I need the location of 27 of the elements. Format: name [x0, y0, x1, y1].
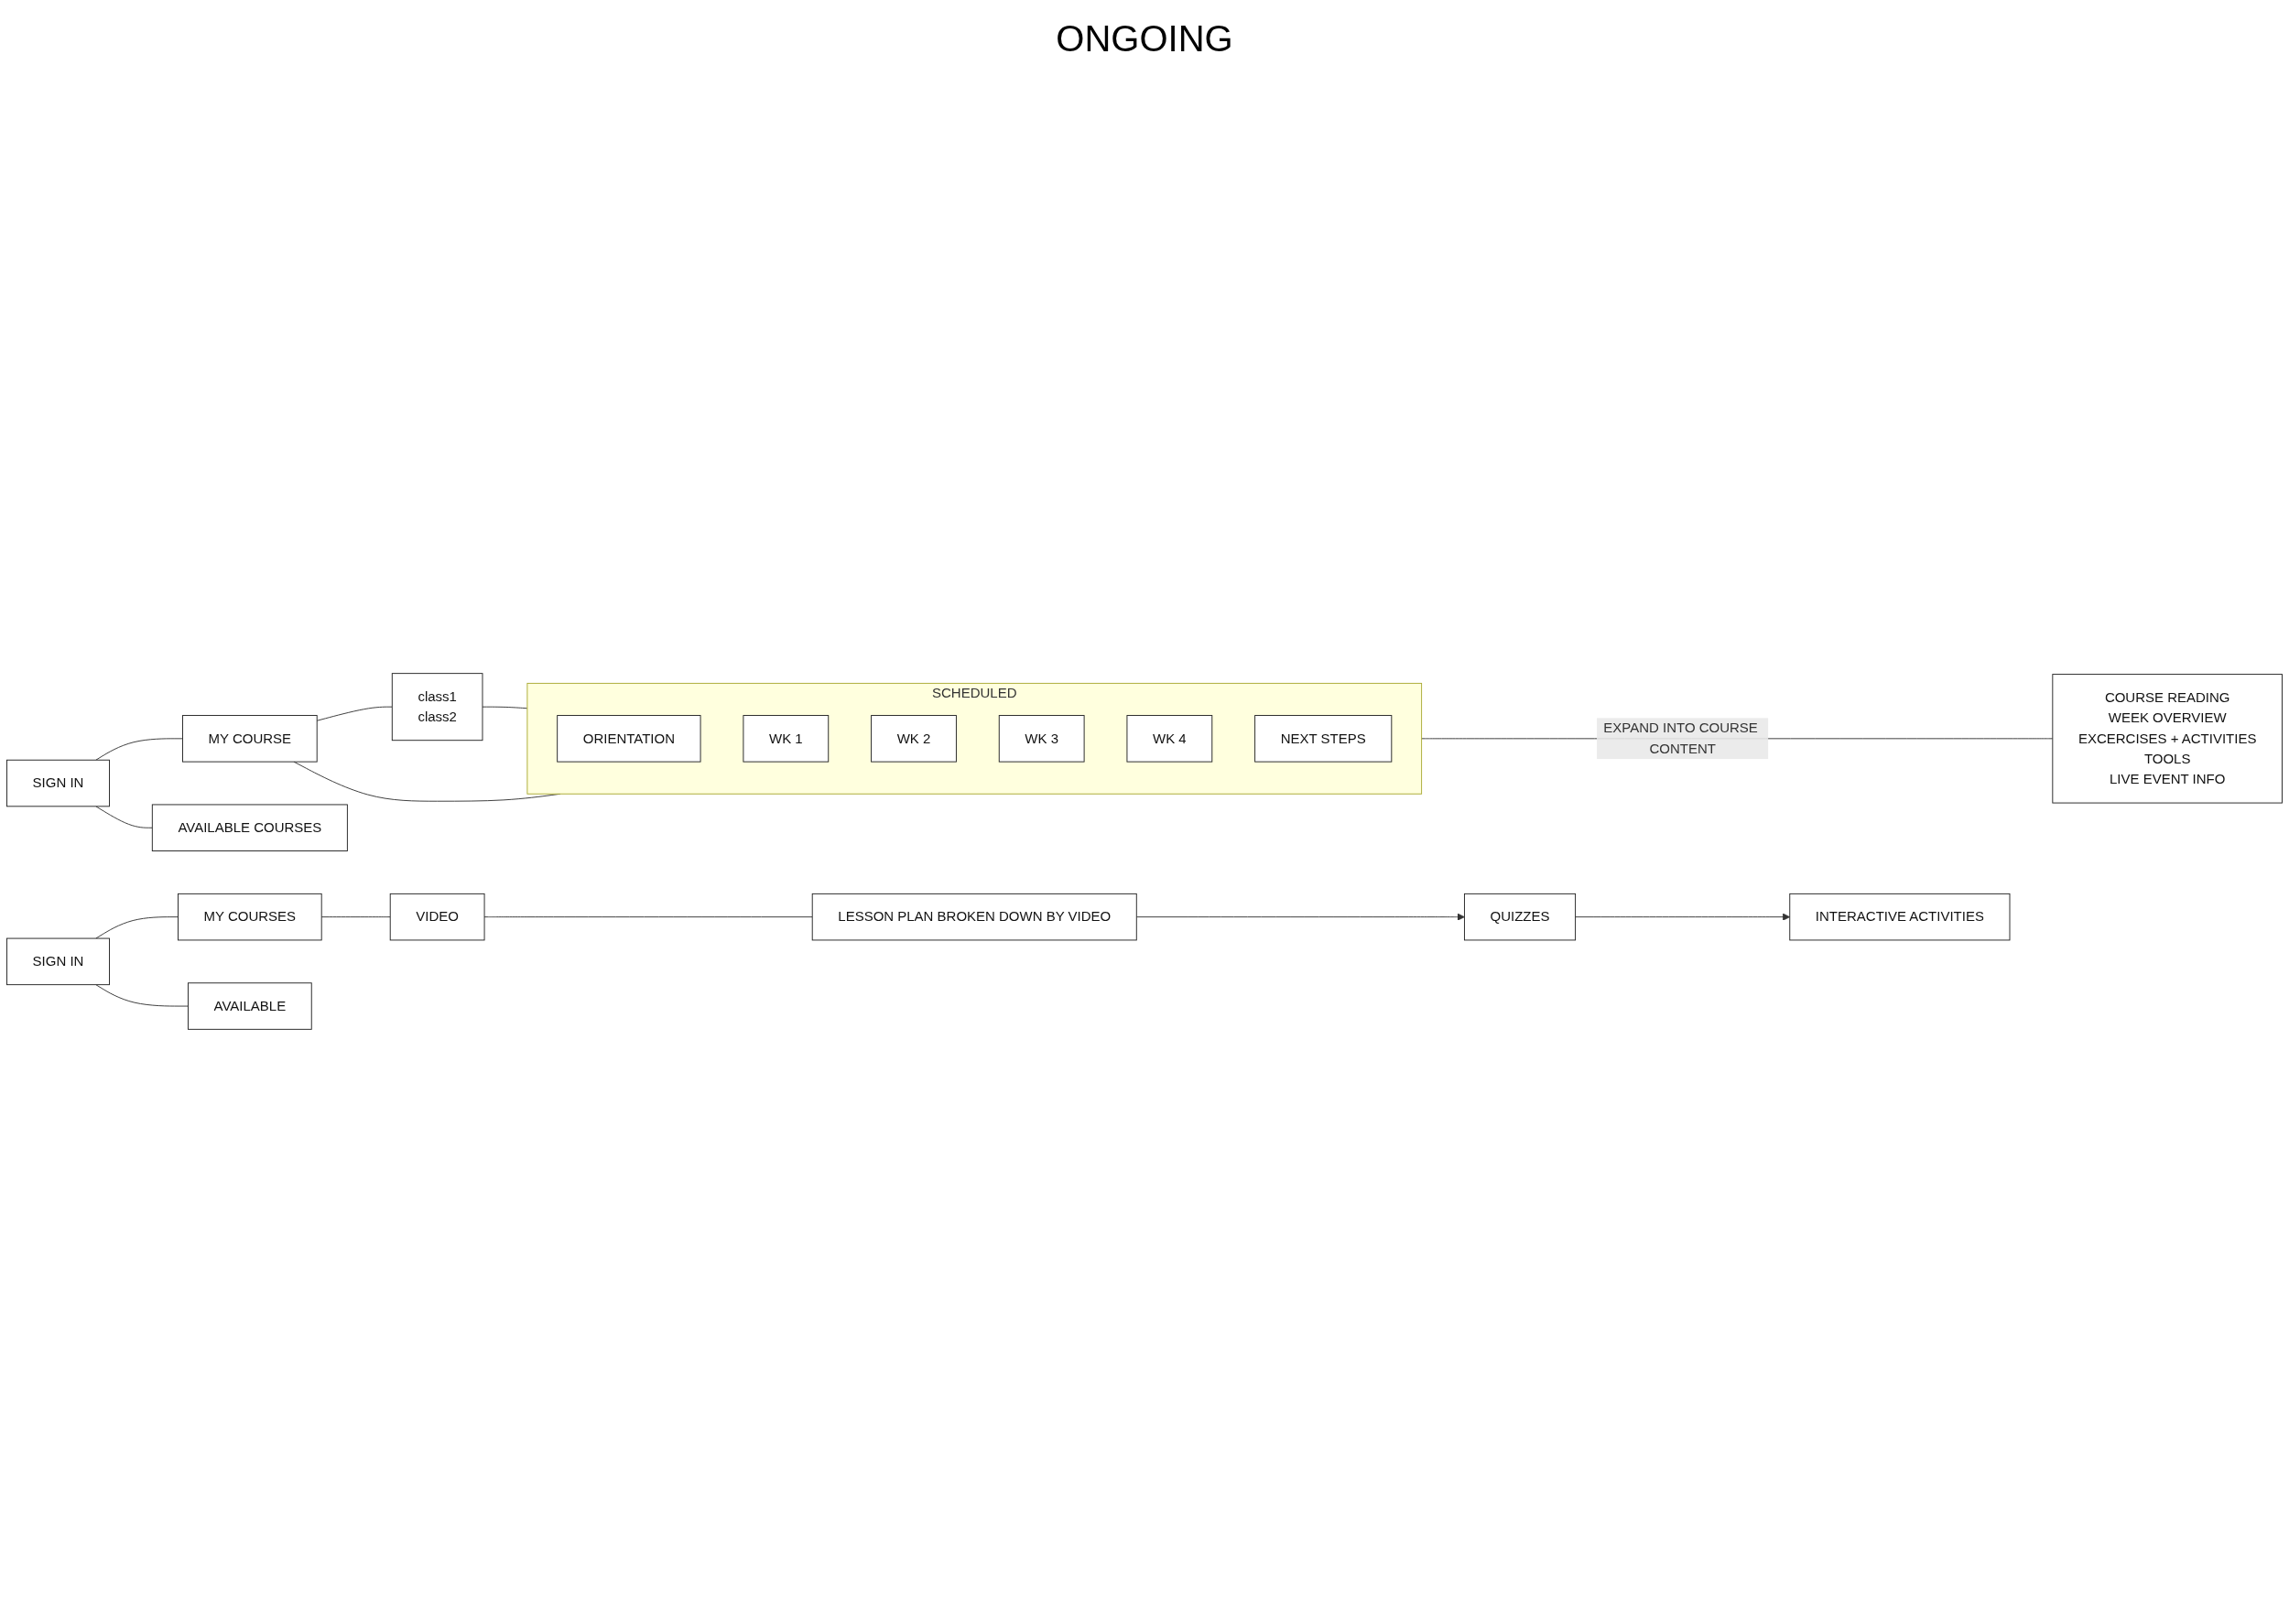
node-box: WK 4	[1126, 714, 1213, 763]
node-box: COURSE READING WEEK OVERVIEW EXCERCISES + ACTIVITIES TOOLS LIVE EVENT INFO	[2052, 673, 2283, 804]
node-box: SIGN IN	[6, 937, 110, 985]
node-box: SIGN IN	[6, 759, 110, 807]
node-box: MY COURSE	[182, 714, 318, 763]
connector	[316, 706, 393, 721]
node-box: LESSON PLAN BROKEN DOWN BY VIDEO	[811, 893, 1137, 940]
heading-label: ONGOING	[1056, 18, 1233, 60]
connector	[483, 915, 813, 917]
edge-label: EXPAND INTO COURSE CONTENT	[1603, 720, 1758, 756]
node-box: MY COURSES	[178, 893, 322, 940]
connector	[482, 706, 528, 709]
node-box: VIDEO	[389, 893, 485, 940]
node-box: AVAILABLE	[188, 981, 312, 1030]
node-box: QUIZZES	[1463, 893, 1577, 940]
node-box: WK 1	[743, 714, 830, 763]
node-box: class1 class2	[391, 672, 483, 741]
connector	[95, 805, 153, 828]
connector	[95, 915, 179, 939]
node-box: NEXT STEPS	[1254, 714, 1393, 763]
node-box: INTERACTIVE ACTIVITIES	[1789, 893, 2011, 940]
connector	[95, 983, 189, 1007]
node-box: WK 2	[871, 714, 957, 763]
node-box: AVAILABLE COURSES	[151, 804, 348, 851]
connector	[320, 915, 391, 917]
node-box: ORIENTATION	[557, 714, 701, 763]
node-box: WK 3	[998, 714, 1085, 763]
